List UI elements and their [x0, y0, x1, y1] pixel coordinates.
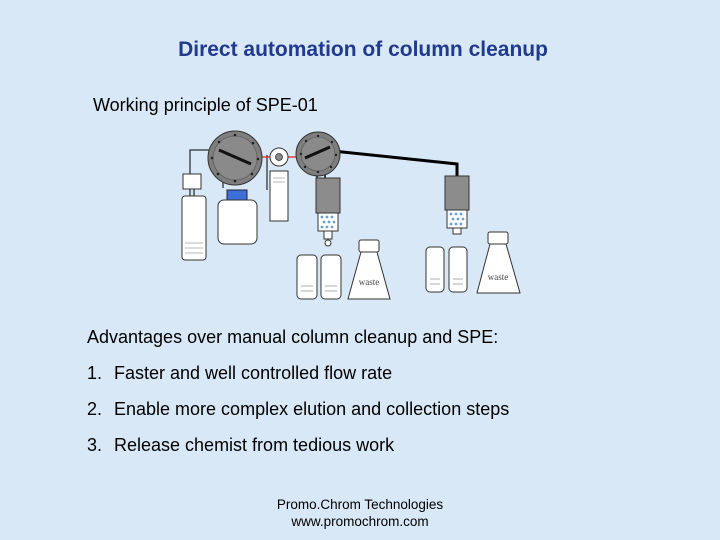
collection-tubes-2	[425, 246, 468, 293]
footer-website: www.promochrom.com	[291, 514, 429, 529]
list-item: 3. Release chemist from tedious work	[87, 435, 509, 471]
list-item-number: 3.	[87, 435, 103, 455]
waste-label-2: waste	[488, 272, 509, 282]
spe-cartridge-1	[315, 177, 341, 247]
list-item-number: 2.	[87, 399, 103, 419]
footer-company: Promo.Chrom Technologies	[276, 497, 444, 512]
left-valve-icon	[207, 130, 263, 186]
diagram-subtitle: Working principle of SPE-01	[93, 95, 318, 115]
list-item-text: Enable more complex elution and collecti…	[114, 399, 510, 419]
waste-flask-2: waste	[476, 231, 521, 294]
slide-title: Direct automation of column cleanup	[178, 38, 548, 61]
pump-icon	[269, 147, 289, 167]
footer: Promo.Chrom Technologies www.promochrom.…	[0, 496, 720, 530]
syringe-reservoir	[269, 170, 289, 222]
waste-flask-1: waste	[347, 239, 391, 300]
list-item: 1. Faster and well controlled flow rate	[87, 363, 509, 399]
advantages-list: 1. Faster and well controlled flow rate …	[87, 363, 509, 471]
spe-diagram: waste waste	[181, 130, 521, 300]
right-valve-icon	[295, 131, 341, 177]
spe-cartridge-2	[444, 175, 470, 235]
left-collection-tube	[181, 195, 207, 261]
list-item-text: Release chemist from tedious work	[114, 435, 395, 455]
list-item-text: Faster and well controlled flow rate	[114, 363, 393, 383]
solvent-bottle	[217, 189, 258, 245]
advantages-heading: Advantages over manual column cleanup an…	[87, 327, 499, 347]
reservoir-cap	[182, 173, 202, 190]
list-item-number: 1.	[87, 363, 103, 383]
waste-label-1: waste	[359, 277, 380, 287]
list-item: 2. Enable more complex elution and colle…	[87, 399, 509, 435]
collection-tubes-1	[296, 254, 342, 300]
